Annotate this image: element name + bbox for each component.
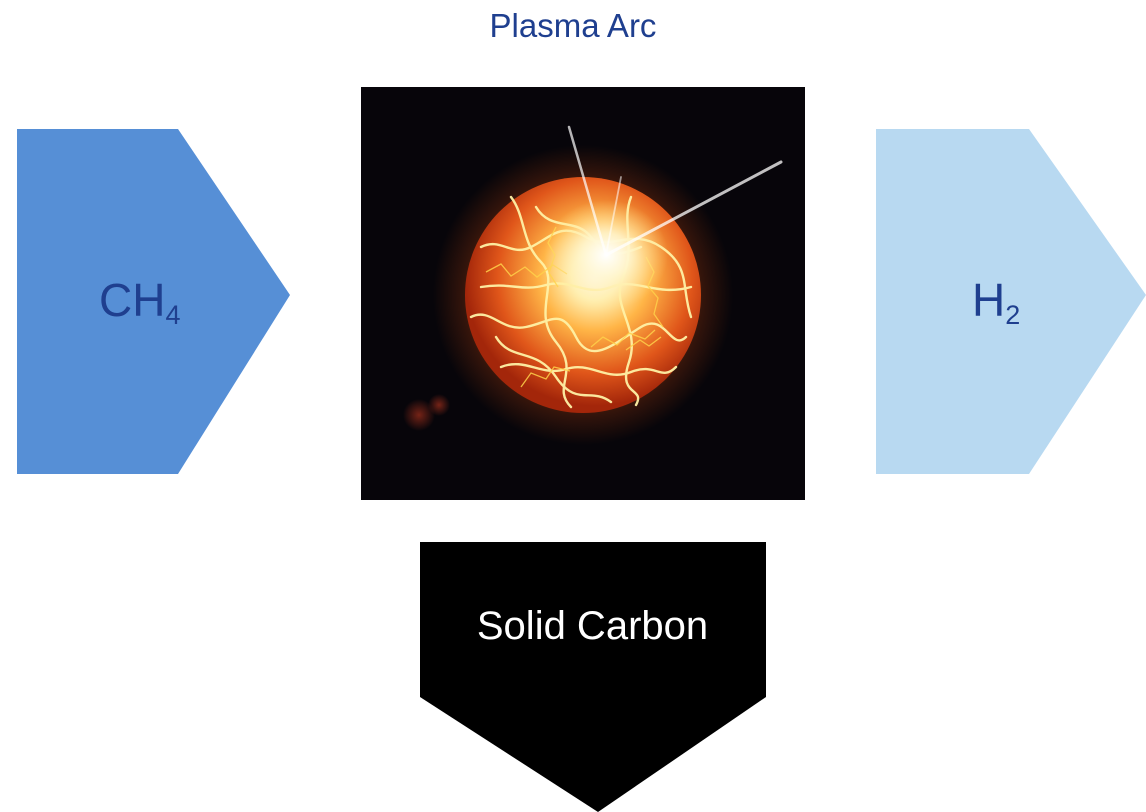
input-formula: CH4 [99,272,180,335]
plasma-arc-image [361,87,805,500]
hydrogen-output-arrow [876,129,1146,474]
output-formula-base: H [972,274,1006,326]
output-formula: H2 [972,272,1020,335]
carbon-output-arrow [420,542,766,812]
diagram-title: Plasma Arc [489,7,657,44]
input-formula-subscript: 4 [165,300,181,330]
output-formula-subscript: 2 [1005,300,1021,330]
input-formula-base: CH [99,274,166,326]
plasma-ball-icon [403,125,783,445]
solid-carbon-label: Solid Carbon [476,604,709,648]
input-arrow [17,129,290,474]
